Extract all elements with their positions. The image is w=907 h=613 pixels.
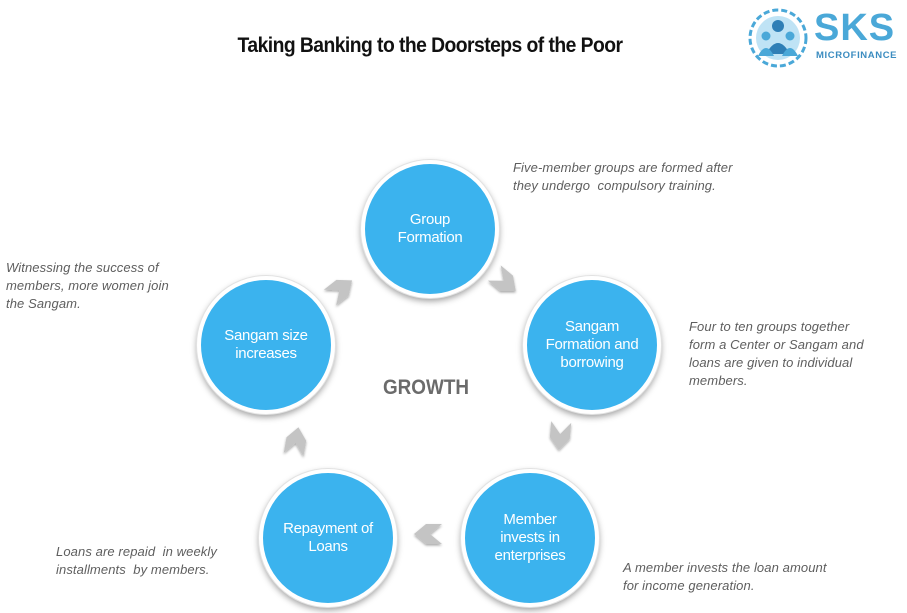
chevron-arrow-icon: [323, 279, 353, 306]
chevron-arrow-icon: [487, 265, 516, 291]
node-sangam-size: Sangam size increases: [197, 276, 335, 414]
page-title: Taking Banking to the Doorsteps of the P…: [237, 34, 623, 57]
note-group-formation: Five-member groups are formed after they…: [513, 160, 733, 193]
logo-subtitle: MICROFINANCE: [816, 50, 898, 61]
note-member-invests: A member invests the loan amount for inc…: [623, 560, 827, 593]
node-member-invests: Member invests in enterprises: [461, 469, 599, 607]
chevron-arrow-icon: [549, 421, 572, 450]
note-repayment: Loans are repaid in weekly installments …: [56, 544, 217, 577]
logo-emblem-icon: [748, 8, 808, 68]
note-sangam-formation: Four to ten groups together form a Cente…: [689, 319, 864, 388]
chevron-arrow-icon: [414, 524, 442, 544]
node-sangam-formation: Sangam Formation and borrowing: [523, 276, 661, 414]
node-group-formation: Group Formation: [361, 160, 499, 298]
growth-label: GROWTH: [382, 376, 470, 399]
sks-logo: SKS MICROFINANCE: [744, 2, 904, 70]
chevron-arrow-icon: [283, 427, 307, 457]
logo-wordmark: SKS: [814, 7, 896, 49]
node-repayment: Repayment of Loans: [259, 469, 397, 607]
note-sangam-size: Witnessing the success of members, more …: [6, 260, 169, 311]
